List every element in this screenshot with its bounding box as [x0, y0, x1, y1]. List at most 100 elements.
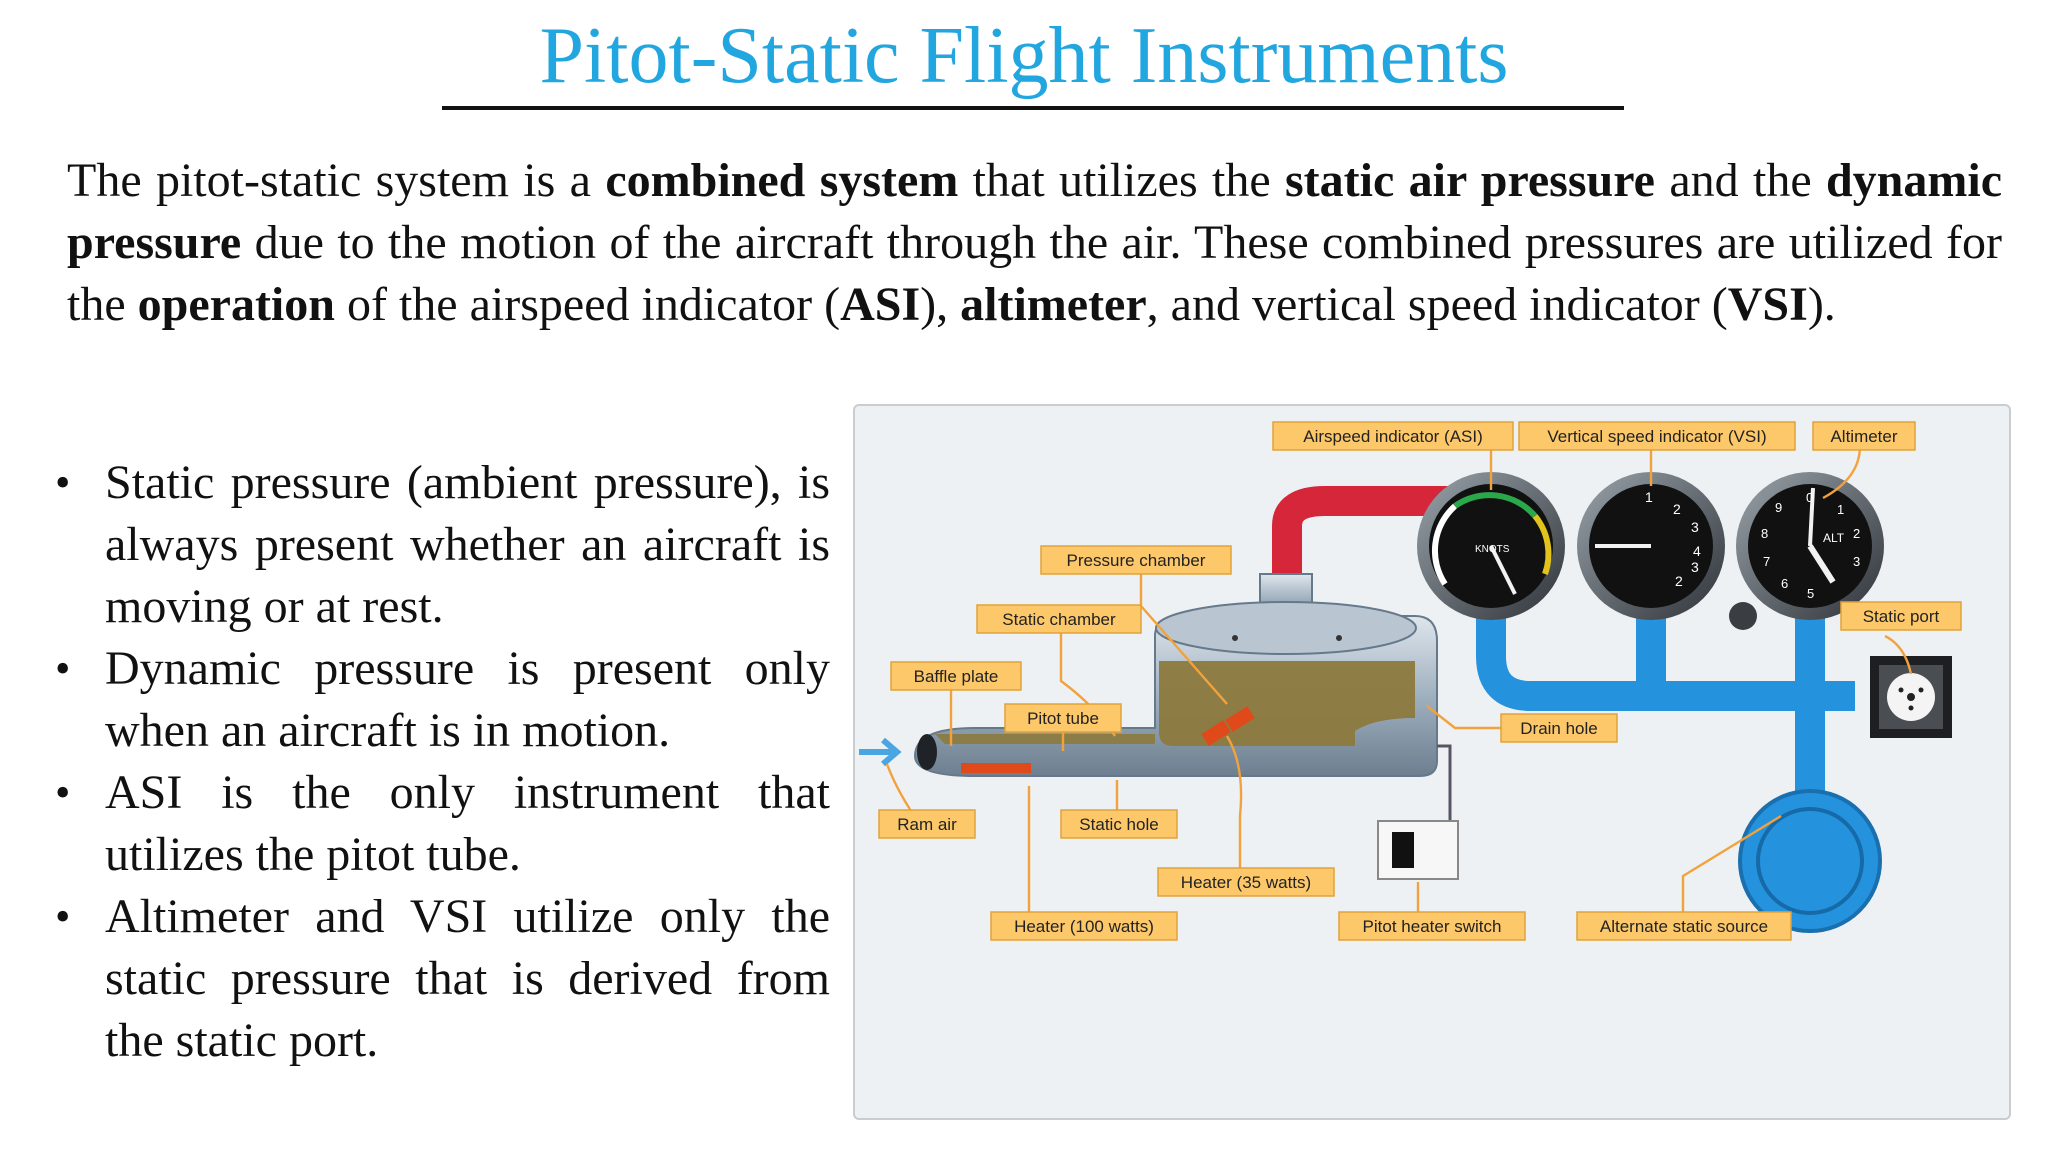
- callout-static-port: Static port: [1840, 601, 1962, 631]
- intro-text: and the: [1654, 154, 1826, 207]
- callout-static-chamber: Static chamber: [976, 604, 1142, 634]
- mounting-flange: [1155, 601, 1417, 655]
- intro-bold: VSI: [1727, 278, 1808, 331]
- altimeter-knob: [1729, 602, 1757, 630]
- asi-unit-label: KNOTS: [1475, 544, 1510, 555]
- heater-element-35w: [1225, 706, 1255, 732]
- heater-element-35w: [1201, 720, 1231, 746]
- leader-pressure-chamber: [1139, 574, 1228, 705]
- altimeter-digit: 7: [1763, 554, 1770, 569]
- label-pressure-chamber: Pressure chamber: [1067, 551, 1206, 570]
- alternate-static-reservoir: [1738, 789, 1882, 933]
- bullet-text: Altimeter and VSI utilize only the stati…: [105, 890, 830, 1067]
- slide-title: Pitot-Static Flight Instruments: [539, 12, 1509, 100]
- altimeter-digit: 8: [1761, 526, 1768, 541]
- altimeter-digit: 5: [1807, 586, 1814, 601]
- label-baffle-plate: Baffle plate: [914, 667, 999, 686]
- label-alternate-static-source: Alternate static source: [1600, 917, 1768, 936]
- intro-text: The pitot-static system is a: [67, 154, 606, 207]
- pitot-inlet: [917, 734, 937, 770]
- bullet-item: • Altimeter and VSI utilize only the stat…: [50, 886, 830, 1072]
- alternate-static-ring: [1756, 807, 1864, 915]
- bullet-symbol: •: [55, 644, 71, 693]
- callout-airspeed-indicator: Airspeed indicator (ASI): [1272, 421, 1514, 451]
- vsi-digit: 3: [1691, 559, 1699, 575]
- callout-alternate-static-source: Alternate static source: [1576, 911, 1792, 941]
- label-heater-100: Heater (100 watts): [1014, 917, 1154, 936]
- leader-drain-hole: [1426, 705, 1503, 730]
- intro-text: of the airspeed indicator (: [334, 278, 841, 331]
- vsi-digit: 1: [1645, 489, 1653, 505]
- intro-text: due to the motion of the aircraft throug…: [67, 216, 2002, 331]
- diagram-svg: KNOTS 1 2 3 4 2 3 ALT 0 9 8 7 6 5 1 2: [859, 421, 1962, 941]
- flange-screw: [1232, 635, 1238, 641]
- altimeter-gauge: ALT 0 9 8 7 6 5 1 2 3: [1736, 472, 1884, 620]
- intro-text: ).: [1807, 278, 1836, 331]
- bullet-text: ASI is the only instrument that utilizes…: [105, 766, 830, 881]
- callout-static-hole: Static hole: [1060, 809, 1178, 839]
- altimeter-digit: 0: [1806, 490, 1813, 505]
- label-airspeed-indicator: Airspeed indicator (ASI): [1303, 427, 1483, 446]
- callout-pitot-tube: Pitot tube: [1004, 703, 1122, 733]
- intro-bold: ASI: [840, 278, 921, 331]
- vsi-digit: 4: [1693, 543, 1701, 559]
- callout-pressure-chamber: Pressure chamber: [1040, 545, 1232, 575]
- leader-altimeter: [1822, 445, 1862, 500]
- vsi-gauge: 1 2 3 4 2 3: [1577, 472, 1725, 620]
- altimeter-label: ALT: [1823, 531, 1845, 545]
- heater-element-100w: [961, 763, 1031, 773]
- static-port-hole: [1907, 693, 1915, 701]
- bullet-item: •Static pressure (ambient pressure), is …: [50, 452, 830, 638]
- static-port-hole: [1918, 687, 1924, 693]
- intro-bold: static air pressure: [1284, 154, 1655, 207]
- label-pitot-heater-switch: Pitot heater switch: [1363, 917, 1502, 936]
- flange-screw: [1336, 635, 1342, 641]
- static-port-hole: [1908, 705, 1914, 711]
- bullet-item: • Dynamic pressure is present only when a…: [50, 638, 830, 762]
- ram-air-arrow: [859, 737, 902, 767]
- label-pitot-tube: Pitot tube: [1027, 709, 1099, 728]
- label-vsi: Vertical speed indicator (VSI): [1547, 427, 1766, 446]
- altimeter-digit: 1: [1837, 502, 1844, 517]
- bullet-text: Static pressure (ambient pressure), is a…: [105, 456, 830, 633]
- switch-toggle: [1392, 832, 1414, 868]
- leader-ram-air: [885, 763, 913, 812]
- vsi-digit: 2: [1673, 501, 1681, 517]
- callout-vsi: Vertical speed indicator (VSI): [1518, 421, 1796, 451]
- label-heater-35: Heater (35 watts): [1181, 873, 1311, 892]
- intro-bold: combined system: [605, 154, 959, 207]
- bullet-list: • Static pressure (ambient pressure), is …: [50, 452, 830, 1072]
- intro-text: ),: [920, 278, 961, 331]
- vsi-digit: 2: [1675, 573, 1683, 589]
- intro-bold: dynamic pressure: [67, 154, 2002, 269]
- callout-drain-hole: Drain hole: [1500, 713, 1618, 743]
- callout-pitot-heater-switch: Pitot heater switch: [1338, 911, 1526, 941]
- label-drain-hole: Drain hole: [1520, 719, 1598, 738]
- label-static-hole: Static hole: [1079, 815, 1158, 834]
- bullet-item: •ASI is the only instrument that utilize…: [50, 762, 830, 886]
- label-static-chamber: Static chamber: [1002, 610, 1116, 629]
- intro-paragraph: The pitot-static system is a combined sy…: [67, 150, 2002, 336]
- label-static-port: Static port: [1863, 607, 1940, 626]
- pitot-heater-switch-icon: [1377, 820, 1459, 880]
- leader-heater-35: [1225, 735, 1243, 868]
- callout-heater-35: Heater (35 watts): [1157, 867, 1335, 897]
- intro-text: that utilizes the: [958, 154, 1285, 207]
- bullet-text: Dynamic pressure is present only when an…: [105, 642, 830, 757]
- intro-text: , and vertical speed indicator (: [1146, 278, 1728, 331]
- intro-bold: operation: [137, 278, 335, 331]
- altimeter-digit: 9: [1775, 500, 1782, 515]
- callout-altimeter: Altimeter: [1812, 421, 1916, 451]
- callout-heater-100: Heater (100 watts): [990, 911, 1178, 941]
- callout-baffle-plate: Baffle plate: [890, 661, 1022, 691]
- static-port-hole: [1898, 687, 1904, 693]
- static-pipe: [1476, 546, 1850, 711]
- altimeter-digit: 3: [1853, 554, 1860, 569]
- vsi-digit: 3: [1691, 519, 1699, 535]
- altimeter-digit: 2: [1853, 526, 1860, 541]
- asi-gauge: KNOTS: [1417, 472, 1565, 620]
- label-altimeter: Altimeter: [1830, 427, 1897, 446]
- leader-alternate-static: [1681, 814, 1782, 912]
- pitot-static-diagram: KNOTS 1 2 3 4 2 3 ALT 0 9 8 7 6 5 1 2: [853, 404, 2011, 1120]
- bullet-symbol: •: [55, 892, 71, 941]
